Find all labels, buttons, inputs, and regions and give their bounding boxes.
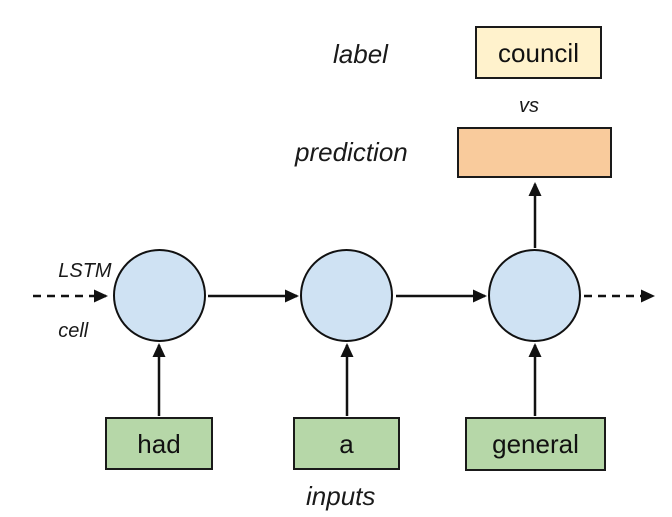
label-annotation: label — [333, 39, 388, 69]
lstm-cell-annotation-line1: LSTM — [58, 260, 112, 282]
vs-annotation: vs — [519, 95, 539, 117]
lstm-cell-circle-3 — [488, 249, 581, 342]
prediction-box — [457, 127, 612, 178]
lstm-cell-annotation-line2: cell — [58, 320, 89, 342]
input-box-had: had — [105, 417, 213, 470]
inputs-annotation: inputs — [306, 481, 376, 511]
lstm-cell-annotation: LSTM cell — [36, 226, 112, 376]
prediction-annotation: prediction — [295, 137, 408, 167]
input-box-a: a — [293, 417, 400, 470]
lstm-cell-circle-1 — [113, 249, 206, 342]
label-box-council: council — [475, 26, 602, 79]
lstm-cell-circle-2 — [300, 249, 393, 342]
input-box-general: general — [465, 417, 606, 471]
